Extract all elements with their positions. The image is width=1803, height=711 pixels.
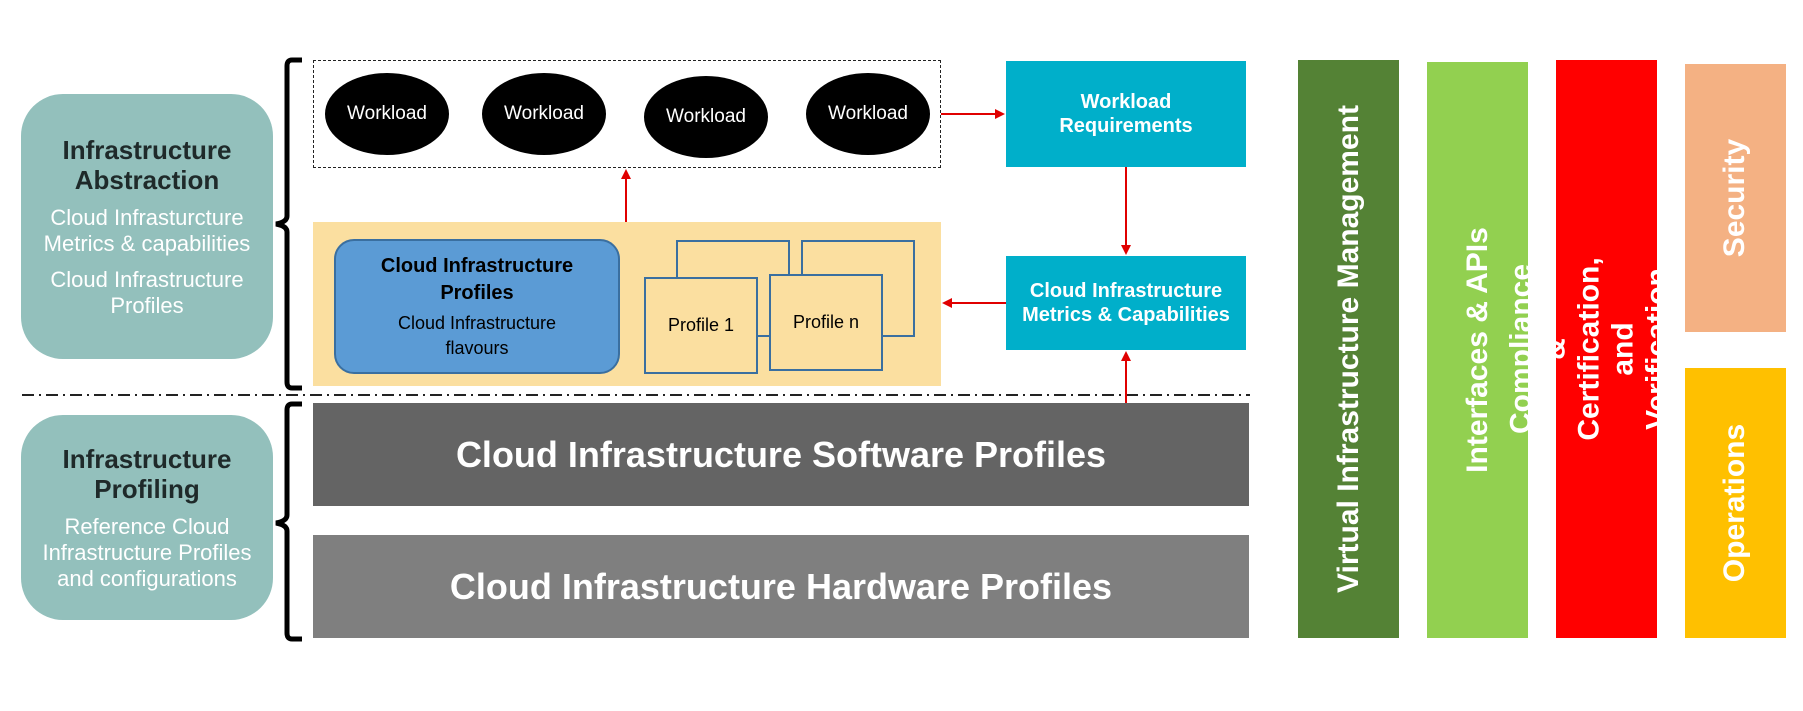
workload-1: Workload: [325, 73, 449, 155]
abstraction-brace: [275, 57, 302, 391]
infrastructure-abstraction-metrics-text: Cloud Infrasturcture Metrics & capabilit…: [43, 204, 251, 256]
pillar-operations: Operations: [1685, 368, 1786, 638]
software-profiles-layer: Cloud Infrastructure Software Profiles: [313, 403, 1249, 506]
hardware-profiles-layer: Cloud Infrastructure Hardware Profiles: [313, 535, 1249, 638]
workload-requirements-box: Workload Requirements: [1006, 61, 1246, 167]
pillar-interfaces-apis: Interfaces & APIs: [1427, 62, 1528, 638]
cloud-infrastructure-profiles-title: Cloud Infrastructure Profiles: [380, 254, 574, 304]
infrastructure-profiling-title: Infrastructure Profiling: [62, 443, 232, 504]
infrastructure-abstraction-box: Infrastructure Abstraction Cloud Infrast…: [21, 94, 273, 359]
profile-n-card: Profile n: [769, 274, 883, 371]
workload-4: Workload: [806, 73, 930, 155]
cloud-infrastructure-flavours-text: Cloud Infrastructure flavours: [397, 312, 557, 358]
workload-2: Workload: [482, 73, 606, 155]
pillar-security: Security: [1685, 64, 1786, 332]
infrastructure-profiling-box: Infrastructure Profiling Reference Cloud…: [21, 415, 273, 620]
profiling-brace: [275, 401, 302, 642]
profile-1-card: Profile 1: [644, 277, 758, 374]
pillar-virtual-infrastructure-management: Virtual Infrastructure Management: [1298, 60, 1399, 638]
metrics-capabilities-box: Cloud Infrastructure Metrics & Capabilit…: [1006, 256, 1246, 350]
infrastructure-abstraction-profiles-text: Cloud Infrastructure Profiles: [50, 266, 244, 318]
pillar-compliance-certification: Compliance & Certification, and Verifica…: [1505, 60, 1708, 638]
cloud-infrastructure-profiles-box: Cloud Infrastructure Profiles Cloud Infr…: [334, 239, 620, 374]
workload-group: [313, 60, 941, 168]
infrastructure-abstraction-title: Infrastructure Abstraction: [62, 134, 232, 195]
workload-3: Workload: [644, 76, 768, 158]
infrastructure-profiling-text: Reference Cloud Infrastructure Profiles …: [42, 513, 252, 591]
